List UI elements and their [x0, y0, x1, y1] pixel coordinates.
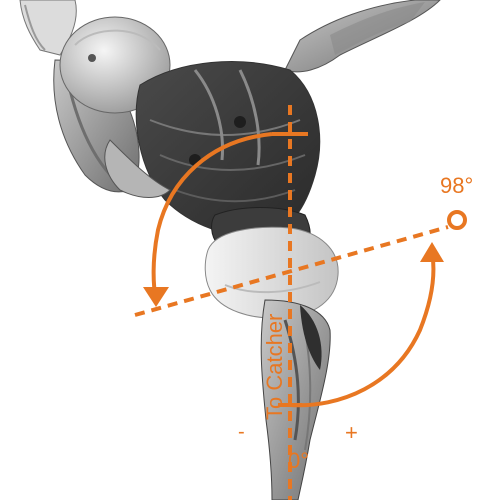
rotation-arc-right: [289, 251, 436, 408]
angle-value-label: 98°: [440, 173, 473, 198]
annotations: [134, 105, 449, 500]
hip-shoulder-line: [134, 225, 449, 317]
to-catcher-label: To Catcher: [262, 314, 287, 420]
zero-angle-label: 0°: [288, 448, 309, 473]
arrow-head-left-icon: [143, 287, 169, 307]
endpoint-circle-icon: [447, 210, 467, 230]
rotation-arc-left: [151, 132, 273, 301]
plus-sign-label: +: [345, 420, 358, 445]
minus-sign-label: -: [238, 421, 245, 443]
pitcher-figure: [19, 0, 441, 500]
arrow-head-right-icon: [420, 242, 444, 262]
